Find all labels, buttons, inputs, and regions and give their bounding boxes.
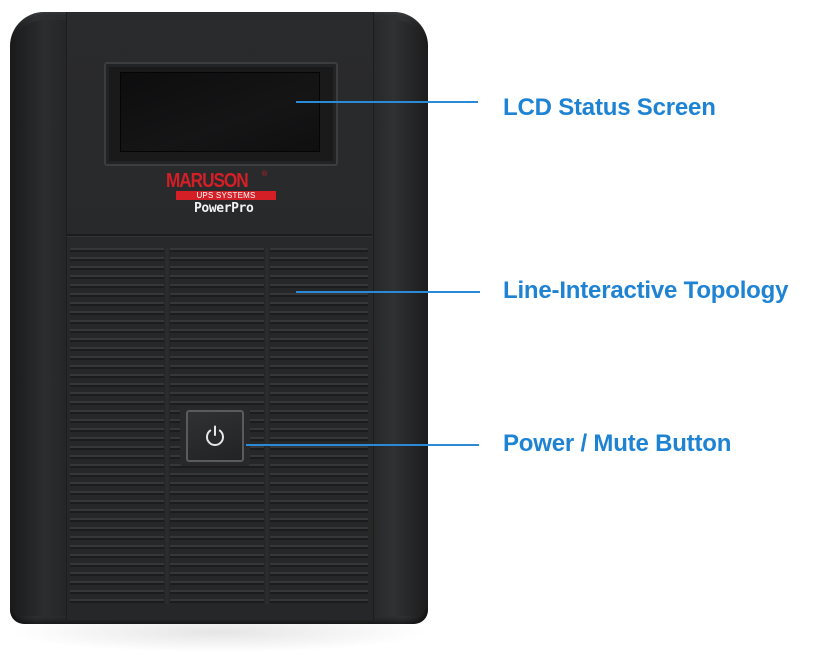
device-side-right [370,20,428,616]
callout-line-power [246,444,479,446]
grille-divider-left [164,248,170,604]
callout-label-topology: Line-Interactive Topology [503,277,789,304]
grille-divider-right [264,248,270,604]
lcd-status-screen [120,72,320,152]
callout-label-power: Power / Mute Button [503,430,732,457]
panel-divider [66,234,372,236]
callout-line-lcd [296,101,478,103]
power-mute-button [186,410,244,462]
brand-registered-mark: ® [262,171,268,178]
power-icon [206,425,224,446]
brand-subtitle: UPS SYSTEMS [176,191,276,200]
device-side-left [10,20,68,616]
brand-name: MARUSON [166,170,249,192]
callout-line-topology [296,291,480,293]
model-name: PowerPro [194,201,254,216]
callout-label-lcd: LCD Status Screen [503,94,716,121]
